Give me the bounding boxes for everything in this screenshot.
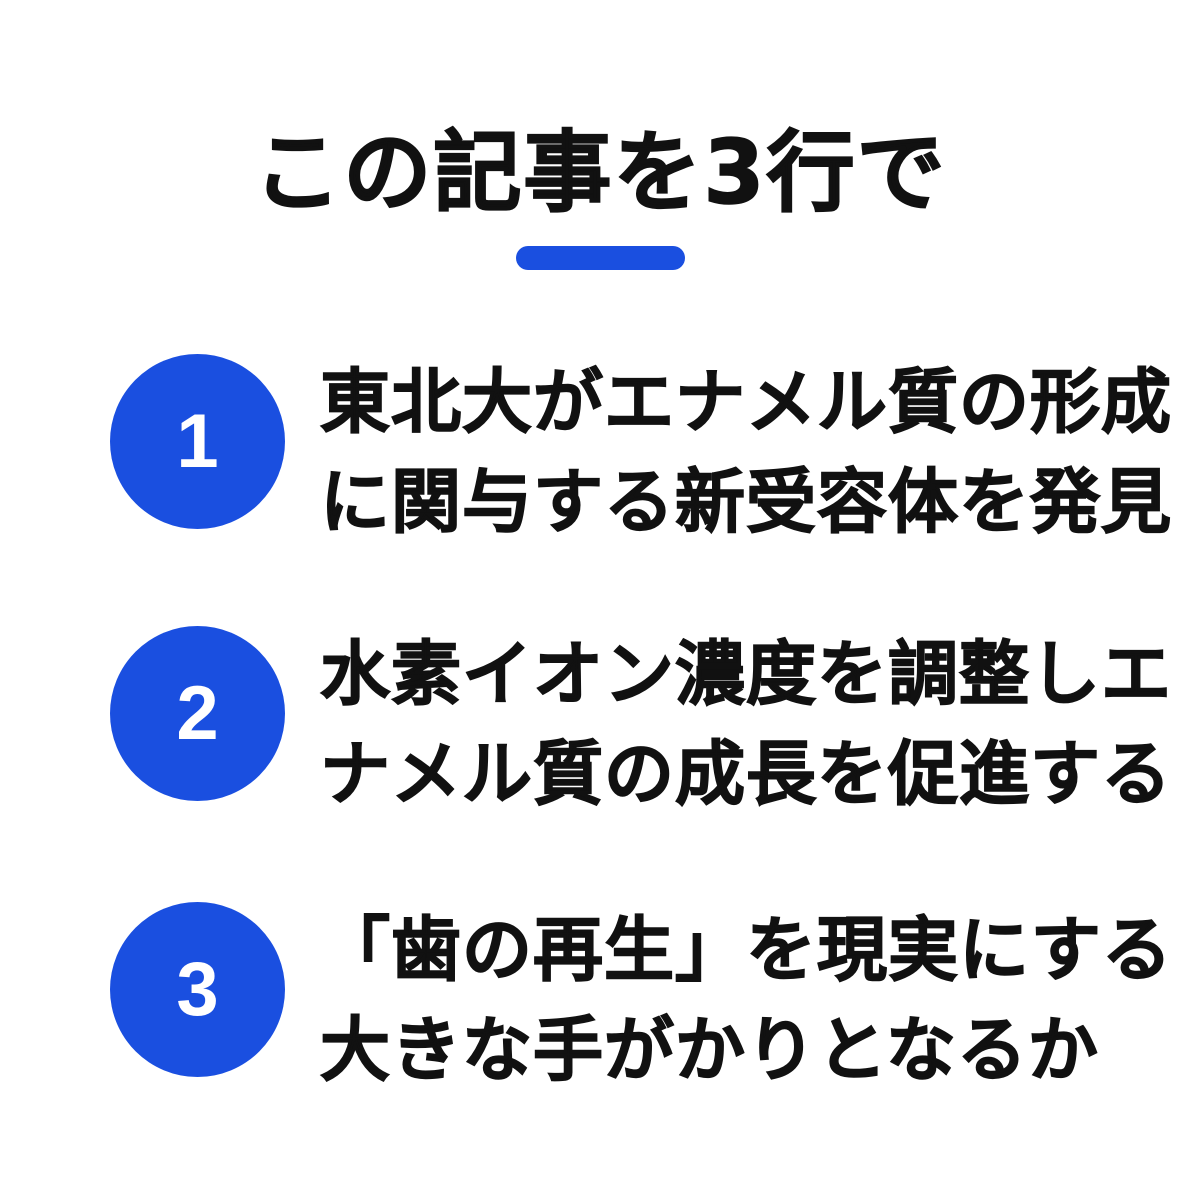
number-badge: 2 [110, 626, 285, 801]
badge-number: 3 [176, 946, 219, 1032]
summary-line: 大きな手がかりとなるか [319, 1008, 1099, 1091]
summary-line: に関与する新受容体を発見 [319, 460, 1172, 543]
page-title: この記事を3行で [253, 120, 947, 225]
badge-number: 2 [176, 670, 219, 756]
badge-number: 1 [176, 398, 219, 484]
title-divider [516, 246, 685, 270]
summary-line: 東北大がエナメル質の形成 [319, 360, 1172, 443]
summary-line: 水素イオン濃度を調整しエ [319, 632, 1172, 715]
summary-line: 「歯の再生」を現実にする [319, 908, 1173, 991]
summary-item-3: 3 「歯の再生」を現実にする 大きな手がかりとなるか [0, 894, 1200, 1094]
number-badge: 3 [110, 902, 285, 1077]
summary-text: 東北大がエナメル質の形成 に関与する新受容体を発見 [319, 352, 1172, 552]
summary-item-1: 1 東北大がエナメル質の形成 に関与する新受容体を発見 [0, 346, 1200, 546]
summary-item-2: 2 水素イオン濃度を調整しエ ナメル質の成長を促進する [0, 618, 1200, 818]
number-badge: 1 [110, 354, 285, 529]
summary-text: 水素イオン濃度を調整しエ ナメル質の成長を促進する [319, 624, 1172, 824]
summary-text: 「歯の再生」を現実にする 大きな手がかりとなるか [319, 900, 1173, 1100]
summary-line: ナメル質の成長を促進する [319, 732, 1172, 815]
